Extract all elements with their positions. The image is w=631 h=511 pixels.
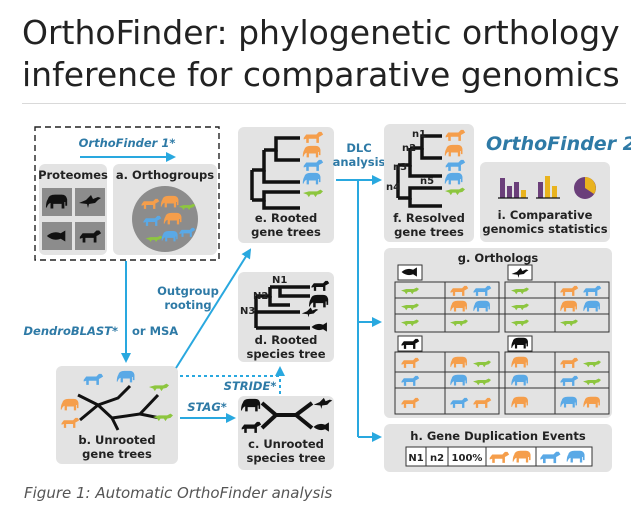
- gene-node-n3: n3: [393, 162, 407, 173]
- gene-dup-n1: N1: [408, 453, 423, 464]
- gene-dup-label: h. Gene Duplication Events: [410, 429, 586, 443]
- species-node-N1: N1: [272, 275, 287, 286]
- gene-node-n1: n1: [412, 129, 426, 140]
- gene-node-n4: n4: [386, 182, 400, 193]
- title-divider: [22, 103, 626, 104]
- orthologs-grid: [394, 281, 610, 415]
- orthofinder1-label: OrthoFinder 1*: [79, 136, 176, 150]
- species-node-N2: N2: [253, 291, 268, 302]
- orthofinder2-label: OrthoFinder 2: [486, 133, 631, 155]
- orthogroups-label: a. Orthogroups: [116, 168, 214, 182]
- unrooted-species-tree-box: [238, 396, 334, 470]
- resolved-gene-trees-box: [384, 124, 474, 242]
- rooted-species-tree-label-2: species tree: [246, 347, 325, 361]
- proteomes-label: Proteomes: [38, 168, 108, 182]
- gene-node-n5: n5: [420, 176, 434, 187]
- outgroup-label-2: rooting: [164, 298, 211, 312]
- orthologs-label: g. Orthologs: [458, 251, 539, 265]
- rooted-gene-trees-box: [238, 127, 334, 243]
- comparative-stats-label-1: i. Comparative: [498, 208, 593, 222]
- stats-bar-chart-2: [536, 176, 560, 199]
- unrooted-species-tree-label-2: species tree: [246, 451, 325, 465]
- outgroup-label-1: Outgroup: [157, 284, 219, 298]
- outgroup-rooting-arrow: [175, 248, 252, 369]
- gene-dup-percent: 100%: [452, 453, 483, 464]
- dlc-label-1: DLC: [346, 141, 371, 155]
- comparative-stats-label-2: genomics statistics: [482, 222, 607, 236]
- rooted-gene-trees-label-2: gene trees: [251, 225, 321, 239]
- figure-caption: Figure 1: Automatic OrthoFinder analysis: [24, 484, 333, 502]
- unrooted-species-tree-graphic: [260, 401, 314, 430]
- dendroblast-label: DendroBLAST*: [24, 324, 118, 338]
- rooted-species-tree-graphic: [254, 285, 310, 330]
- rooted-species-tree-label-1: d. Rooted: [255, 333, 318, 347]
- unrooted-gene-trees-label-2: gene trees: [82, 447, 152, 461]
- resolved-gene-trees-label-1: f. Resolved: [393, 211, 465, 225]
- species-node-N3: N3: [240, 306, 255, 317]
- orthofinder1-box: [34, 126, 220, 261]
- rooted-gene-trees-label-1: e. Rooted: [255, 211, 317, 225]
- resolved-gene-tree-graphic: [396, 134, 442, 208]
- resolved-gene-trees-label-2: gene trees: [394, 225, 464, 239]
- stag-label: STAG*: [187, 400, 227, 414]
- dlc-label-2: analysis: [333, 155, 386, 169]
- unrooted-species-tree-label-1: c. Unrooted: [248, 437, 324, 451]
- rooted-gene-tree-graphic: [250, 136, 300, 210]
- or-msa-label: or MSA: [132, 324, 178, 338]
- unrooted-gene-trees-label-1: b. Unrooted: [78, 433, 155, 447]
- unrooted-gene-tree-graphic: [77, 384, 161, 431]
- gene-dup-n2: n2: [430, 453, 444, 464]
- stats-bar-chart-1: [498, 178, 528, 199]
- unrooted-gene-trees-box: [56, 366, 178, 464]
- page-title: OrthoFinder: phylogenetic orthology infe…: [22, 13, 620, 94]
- gene-node-n2: n2: [402, 143, 416, 154]
- stats-pie-chart: [574, 177, 596, 199]
- stride-label: STRIDE*: [224, 379, 277, 393]
